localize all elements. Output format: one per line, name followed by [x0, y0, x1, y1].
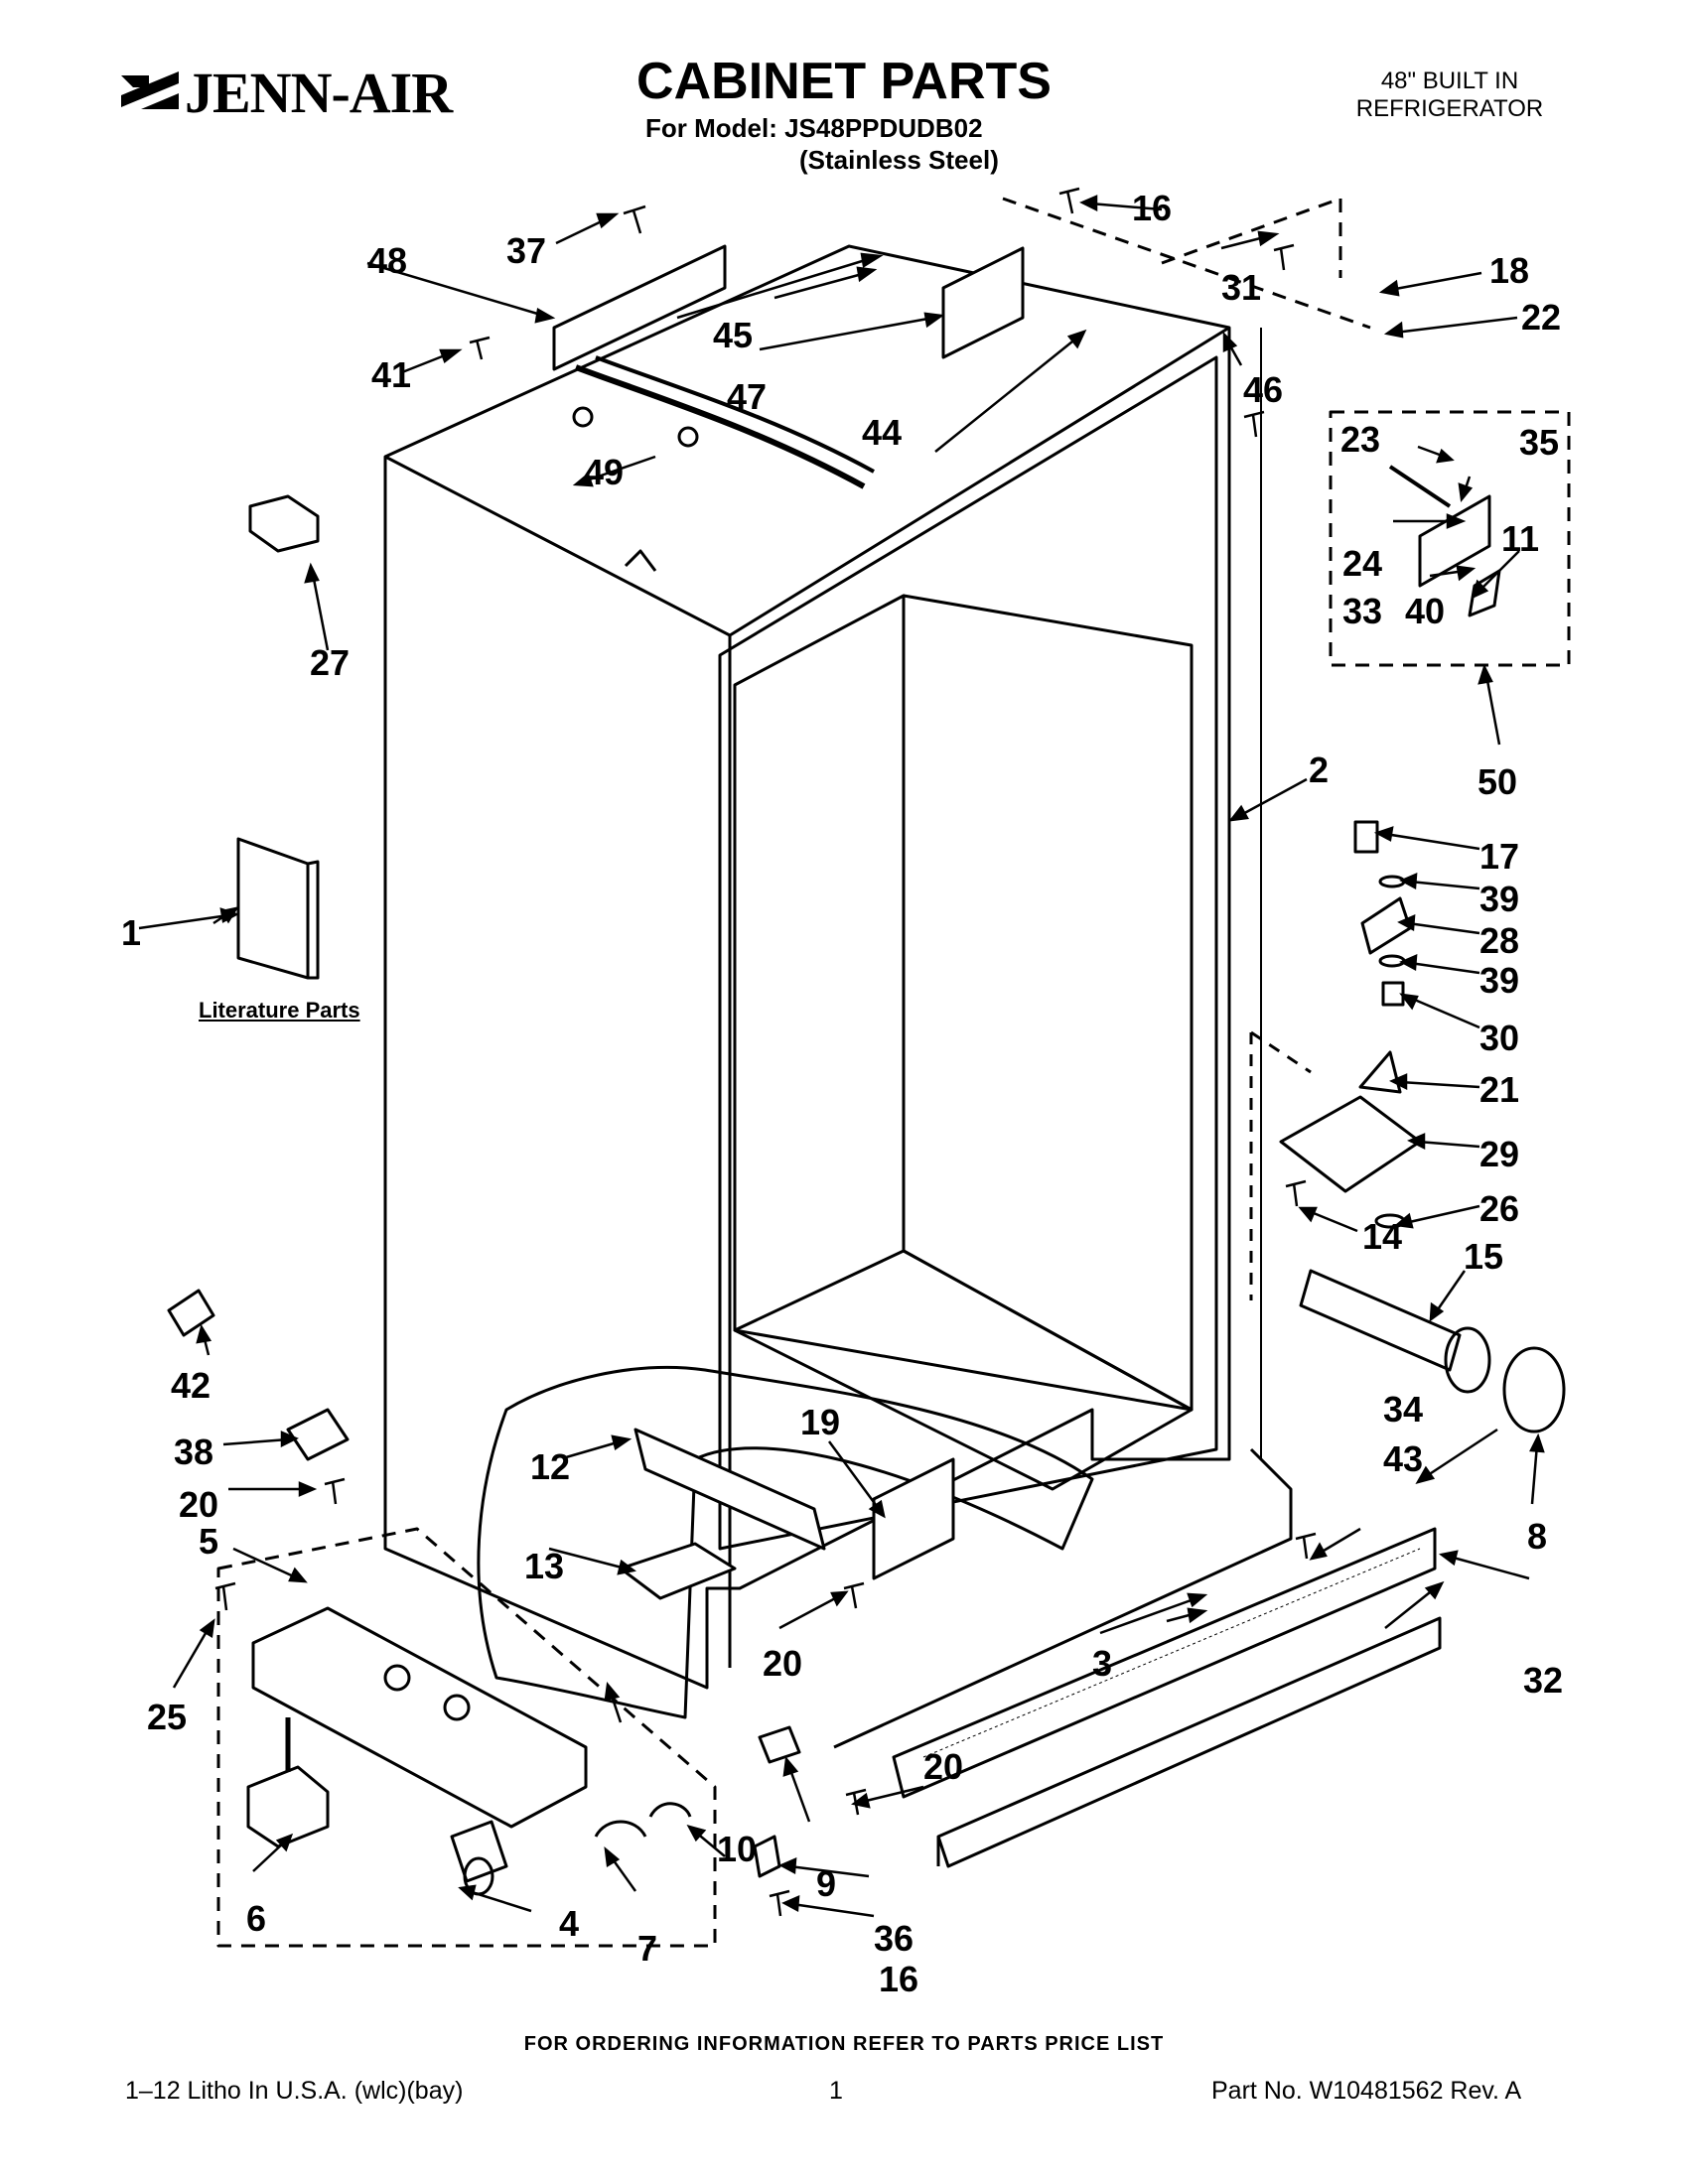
callout-25: 25 — [147, 1697, 187, 1737]
machine-compartment-outline — [477, 1365, 1094, 1719]
literature-booklet — [236, 837, 310, 980]
callout-39-a: 39 — [1479, 879, 1519, 919]
wire-harness — [574, 364, 866, 489]
jenn-air-mark-icon — [121, 71, 179, 109]
control-bracket — [941, 246, 1025, 359]
callout-5: 5 — [199, 1521, 218, 1562]
callout-49: 49 — [584, 452, 624, 492]
callout-45: 45 — [713, 315, 753, 355]
callout-19: 19 — [800, 1402, 840, 1442]
base-kickplate — [936, 1616, 1442, 1868]
callout-36: 36 — [874, 1918, 914, 1959]
callout-40: 40 — [1405, 591, 1445, 631]
callout-31: 31 — [1221, 267, 1261, 308]
callout-20-front: 20 — [923, 1746, 963, 1787]
callout-11: 11 — [1501, 518, 1539, 559]
callout-26: 26 — [1479, 1188, 1519, 1229]
ordering-note: FOR ORDERING INFORMATION REFER TO PARTS … — [523, 2033, 1165, 2055]
page-number: 1 — [829, 2077, 843, 2105]
callout-37: 37 — [506, 230, 546, 271]
callout-23: 23 — [1340, 419, 1380, 460]
callout-50: 50 — [1477, 761, 1517, 802]
model-line: For Model: JS48PPDUDB02 — [645, 113, 983, 143]
leveling-legs-box — [216, 1527, 717, 1948]
product-type: 48" BUILT IN REFRIGERATOR — [1331, 68, 1569, 123]
callout-12: 12 — [530, 1446, 570, 1487]
callout-17: 17 — [1479, 836, 1519, 877]
callout-20-left: 20 — [179, 1484, 218, 1525]
leader-arrows — [138, 195, 1545, 1918]
callout-21: 21 — [1479, 1069, 1519, 1110]
callout-42: 42 — [171, 1365, 211, 1406]
callout-14: 14 — [1362, 1216, 1402, 1257]
callout-29: 29 — [1479, 1134, 1519, 1174]
callout-47: 47 — [727, 376, 767, 417]
page-title: CABINET PARTS — [636, 53, 1052, 110]
callout-39-b: 39 — [1479, 960, 1519, 1001]
callout-44: 44 — [862, 412, 902, 453]
cabinet-shell — [383, 244, 1231, 1690]
finish-line: (Stainless Steel) — [799, 145, 999, 175]
callout-43: 43 — [1383, 1438, 1423, 1479]
callout-35: 35 — [1519, 422, 1559, 463]
callout-16-bottom: 16 — [879, 1959, 918, 1999]
litho-line: 1–12 Litho In U.S.A. (wlc)(bay) — [125, 2077, 464, 2105]
brand-name: JENN-AIR — [185, 61, 453, 125]
cabinet-inner-opening — [718, 355, 1218, 1551]
callout-2: 2 — [1309, 750, 1329, 790]
callout-16-top: 16 — [1132, 188, 1172, 228]
callout-34: 34 — [1383, 1389, 1423, 1430]
product-line-2: REFRIGERATOR — [1355, 95, 1544, 122]
callout-3: 3 — [1092, 1643, 1112, 1684]
callout-9: 9 — [816, 1863, 836, 1904]
water-filter — [1299, 1269, 1462, 1372]
callout-28: 28 — [1479, 920, 1519, 961]
callout-4: 4 — [559, 1903, 579, 1944]
callout-6: 6 — [246, 1898, 266, 1939]
callout-8: 8 — [1527, 1516, 1547, 1557]
toe-grille — [892, 1527, 1437, 1799]
callout-7: 7 — [637, 1928, 657, 1969]
rear-top-panel — [552, 244, 727, 371]
callout-numbers: 1 2 3 4 5 6 7 8 9 10 11 12 13 14 15 16 1… — [121, 188, 1563, 1999]
callout-27: 27 — [310, 642, 350, 683]
callout-33: 33 — [1342, 591, 1382, 631]
callout-10: 10 — [717, 1829, 757, 1869]
callout-13: 13 — [524, 1546, 564, 1586]
callout-30: 30 — [1479, 1018, 1519, 1058]
callout-32: 32 — [1523, 1660, 1563, 1701]
product-line-1: 48" BUILT IN — [1380, 68, 1519, 94]
callout-48: 48 — [367, 240, 407, 281]
callout-22: 22 — [1521, 297, 1561, 338]
callout-18: 18 — [1489, 250, 1529, 291]
literature-parts-label: Literature Parts — [199, 998, 360, 1023]
callout-46: 46 — [1243, 369, 1283, 410]
hinge-kit-box — [1329, 410, 1571, 667]
front-base-rail — [251, 1606, 588, 1829]
callout-41: 41 — [371, 354, 411, 395]
callout-15: 15 — [1464, 1236, 1503, 1277]
callout-1: 1 — [121, 912, 141, 953]
part-number: Part No. W10481562 Rev. A — [1211, 2077, 1522, 2105]
jenn-air-logo: JENN-AIR — [119, 56, 467, 125]
callout-20-center: 20 — [763, 1643, 802, 1684]
callout-38: 38 — [174, 1432, 213, 1472]
callout-24: 24 — [1342, 543, 1382, 584]
lower-hinge-plate — [1279, 1095, 1422, 1193]
